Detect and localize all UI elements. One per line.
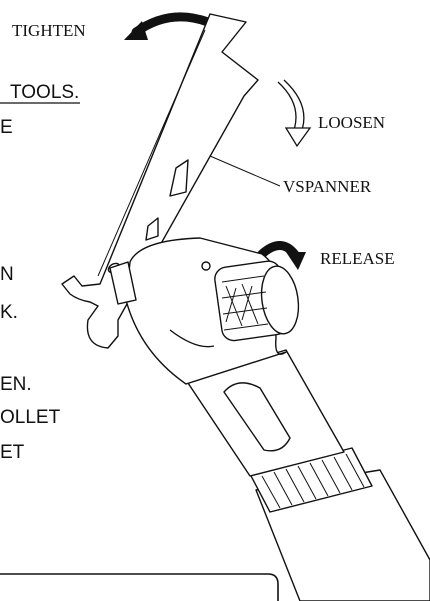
loosen-label: LOOSEN	[318, 113, 385, 132]
edge-text: TOOLS. E N K. EN. OLLET ET	[0, 82, 80, 463]
info-box-frame	[0, 573, 279, 601]
collet-nut	[109, 261, 137, 305]
release-label: RELEASE	[320, 249, 395, 268]
vspanner-label: VSPANNER	[283, 177, 372, 196]
release-knob-face	[260, 265, 300, 335]
wrench-slot-1	[169, 159, 189, 197]
lock-screw	[201, 261, 211, 271]
edge-text-line-6: OLLET	[0, 407, 61, 428]
release-arrow-icon	[257, 241, 306, 270]
tighten-label: TIGHTEN	[12, 21, 86, 40]
edge-text-line-7: ET	[0, 442, 25, 463]
knurl-lines	[261, 453, 365, 509]
edge-text-line-5: EN.	[0, 374, 32, 395]
edge-text-line-2: E	[0, 117, 13, 138]
vspanner-leader-line	[209, 155, 281, 187]
handpiece	[109, 237, 430, 601]
grip-window	[223, 382, 291, 452]
wrench-slot-2	[145, 217, 159, 241]
tighten-arrow-icon	[124, 12, 213, 40]
edge-text-line-3: N	[0, 264, 14, 285]
edge-text-line-4: K.	[0, 302, 18, 323]
release-knob-grip	[221, 275, 269, 331]
loosen-arrow-icon	[277, 79, 312, 148]
edge-text-line-1: TOOLS.	[10, 82, 79, 103]
